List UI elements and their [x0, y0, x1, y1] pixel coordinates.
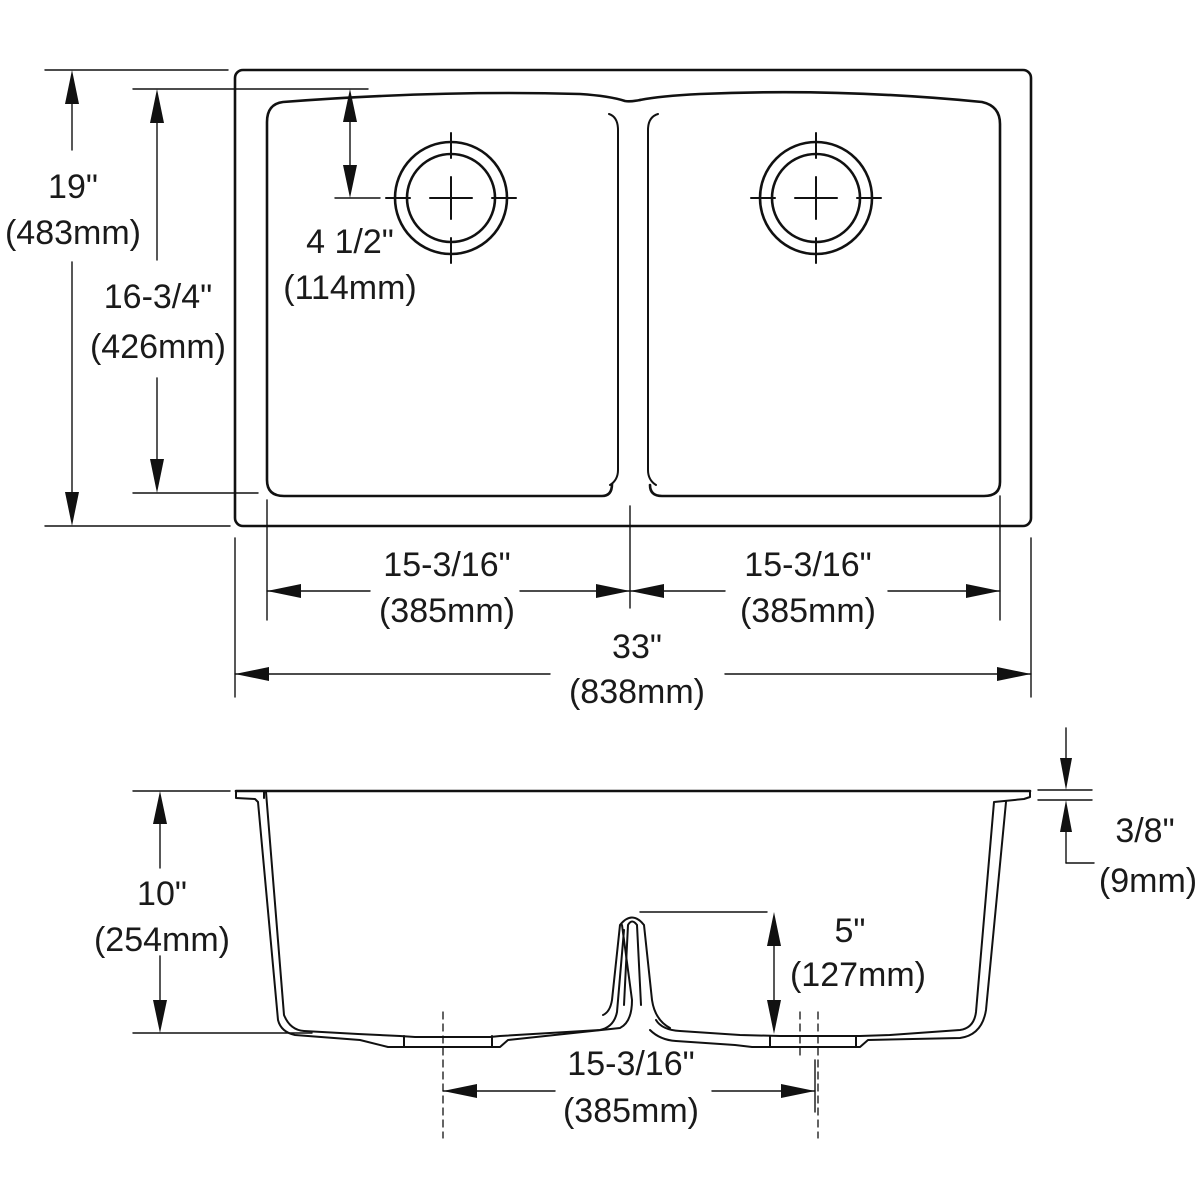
left-bowl-outline: [265, 91, 642, 498]
top-view: 19" (483mm) 16-3/4" (426mm) 4 1/2" (114m…: [5, 68, 1033, 711]
divider-wall: [602, 916, 671, 1029]
left-bowl-width-metric: (385mm): [379, 592, 515, 630]
dimension-overall-width: [234, 537, 1032, 698]
bowl-height-imperial: 10": [137, 875, 187, 913]
drain-spacing-imperial: 15-3/16": [567, 1045, 694, 1083]
divider-height-metric: (127mm): [790, 956, 926, 994]
overall-width-metric: (838mm): [569, 673, 705, 711]
right-bowl-outline: [638, 90, 1002, 498]
right-floor: [649, 790, 1031, 1048]
drain-spacing-metric: (385mm): [563, 1092, 699, 1130]
right-bowl-width-metric: (385mm): [740, 592, 876, 630]
left-drain: [385, 132, 517, 264]
bowl-depth-imperial: 16-3/4": [104, 278, 212, 316]
right-bowl-width-imperial: 15-3/16": [744, 546, 871, 584]
dimension-overall-depth: [44, 69, 231, 527]
dimension-divider-height: [639, 911, 781, 1034]
drain-offset-imperial: 4 1/2": [306, 223, 394, 261]
dimension-bowl-height: [132, 790, 313, 1034]
side-section-view: 10" (254mm) 3/8" (9mm) 5" (127mm): [94, 727, 1197, 1139]
dimension-drain-spacing: [442, 1059, 816, 1113]
left-bowl-divider-edge: [608, 113, 619, 486]
left-drain-outlet: [403, 1035, 493, 1048]
dimension-rim-thickness: [1037, 727, 1095, 864]
dimension-bowl-widths: [266, 495, 1001, 621]
left-wall-outer: [235, 790, 633, 1048]
bowl-height-metric: (254mm): [94, 921, 230, 959]
right-bowl-divider-edge: [647, 113, 659, 486]
right-drain: [750, 132, 882, 264]
rim-thickness-metric: (9mm): [1099, 862, 1197, 900]
left-bowl-width-imperial: 15-3/16": [383, 546, 510, 584]
divider-height-imperial: 5": [835, 912, 866, 950]
rim-thickness-imperial: 3/8": [1115, 812, 1174, 850]
overall-width-imperial: 33": [612, 628, 662, 666]
dimension-drain-offset: [334, 89, 381, 199]
overall-depth-imperial: 19": [48, 168, 98, 206]
dimension-bowl-depth: [132, 88, 369, 494]
sink-outer-outline: [233, 68, 1033, 528]
drain-offset-metric: (114mm): [283, 269, 417, 307]
bowl-depth-metric: (426mm): [90, 328, 226, 366]
left-wall-inner: [261, 790, 625, 1038]
overall-depth-metric: (483mm): [5, 214, 141, 252]
right-drain-outlet: [769, 1035, 857, 1048]
divider-inner: [623, 920, 642, 1006]
